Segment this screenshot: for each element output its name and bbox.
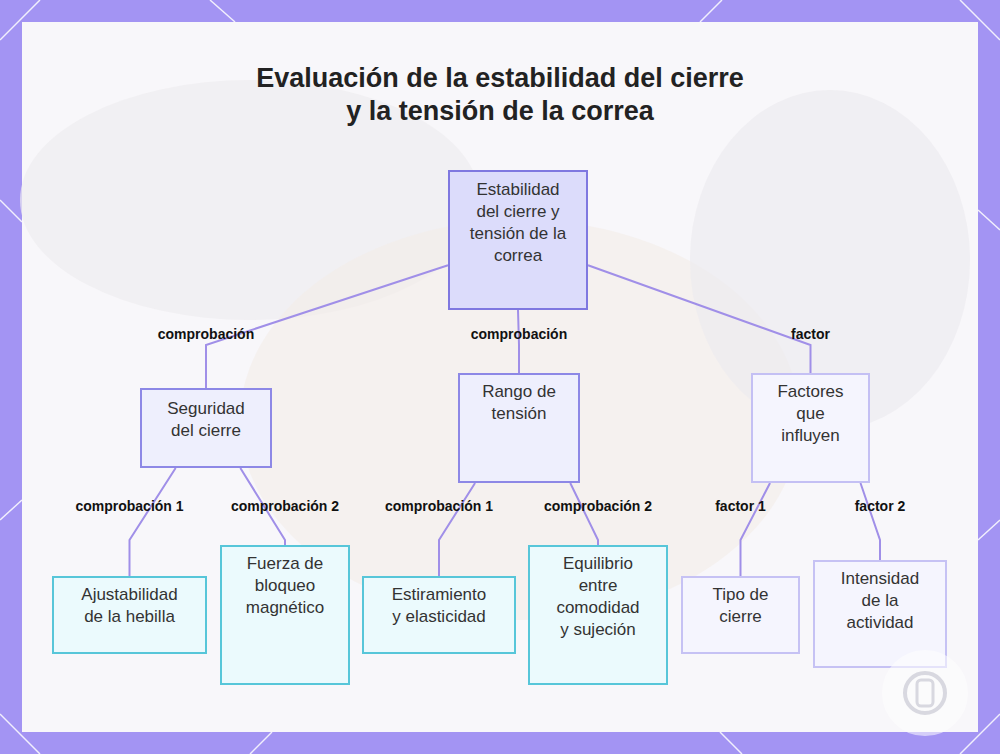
edge-label: comprobación 1 bbox=[385, 498, 493, 514]
node-text: Intensidad de la actividad bbox=[837, 568, 923, 634]
edge-label: factor bbox=[791, 326, 830, 342]
edge-label: factor 2 bbox=[855, 498, 906, 514]
edge-label: comprobación bbox=[158, 326, 254, 342]
factor-leaf: Tipo de cierre bbox=[681, 576, 800, 654]
node-text: Tipo de cierre bbox=[705, 584, 776, 628]
node-text: Factores que influyen bbox=[771, 381, 850, 447]
node-text: Estiramiento y elasticidad bbox=[386, 584, 492, 628]
edge-label: comprobación bbox=[471, 326, 567, 342]
check-leaf: Estiramiento y elasticidad bbox=[362, 576, 516, 654]
check-box: Rango de tensión bbox=[458, 373, 580, 483]
check-leaf: Equilibrio entre comodidad y sujeción bbox=[528, 545, 668, 685]
tree-connector bbox=[588, 265, 811, 373]
node-text: Seguridad del cierre bbox=[158, 398, 254, 442]
factor-box: Factores que influyen bbox=[751, 373, 870, 483]
node-text: Ajustabilidad de la hebilla bbox=[70, 584, 189, 628]
factor-leaf: Intensidad de la actividad bbox=[813, 560, 947, 668]
node-text: Rango de tensión bbox=[474, 381, 564, 425]
root-box: Estabilidad del cierre y tensión de la c… bbox=[448, 170, 588, 310]
check-leaf: Ajustabilidad de la hebilla bbox=[52, 576, 207, 654]
tree-connector bbox=[130, 468, 176, 576]
node-text: Equilibrio entre comodidad y sujeción bbox=[552, 553, 644, 641]
title-holder: Evaluación de la estabilidad del cierre … bbox=[250, 62, 750, 128]
diagram-title: Evaluación de la estabilidad del cierre … bbox=[250, 62, 750, 128]
edge-label: comprobación 2 bbox=[544, 498, 652, 514]
edge-label: comprobación 1 bbox=[75, 498, 183, 514]
logo-mark bbox=[883, 651, 967, 735]
check-box: Seguridad del cierre bbox=[140, 388, 272, 468]
edge-label: comprobación 2 bbox=[231, 498, 339, 514]
check-leaf: Fuerza de bloqueo magnético bbox=[220, 545, 350, 685]
edge-label: factor 1 bbox=[715, 498, 766, 514]
tree-connector bbox=[741, 483, 771, 576]
tree-connector bbox=[570, 483, 598, 545]
tree-connector bbox=[860, 483, 880, 560]
tree-connector bbox=[439, 483, 475, 576]
node-text: Estabilidad del cierre y tensión de la c… bbox=[468, 179, 568, 267]
node-text: Fuerza de bloqueo magnético bbox=[240, 553, 330, 619]
